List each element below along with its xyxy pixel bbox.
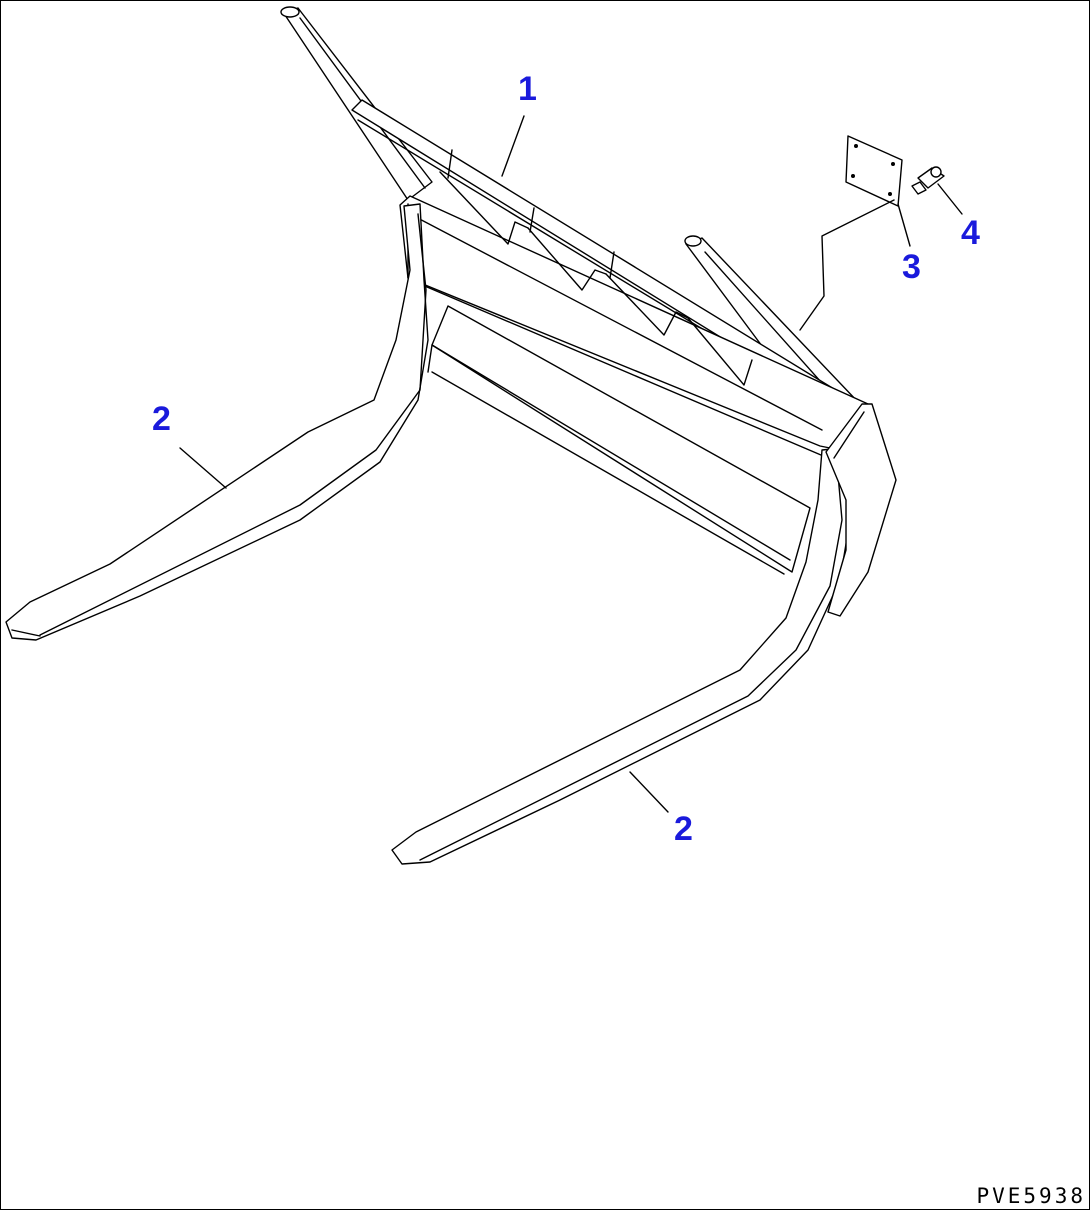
leader-lines	[179, 115, 963, 813]
drawing-code-label: PVE5938	[976, 1184, 1086, 1208]
bolt-part	[911, 166, 945, 195]
gussets	[439, 149, 753, 386]
callout-frame: 1	[518, 70, 537, 108]
plate-part	[799, 135, 903, 331]
callout-bolt: 4	[961, 214, 980, 252]
callout-plate: 3	[902, 248, 921, 286]
callout-fork-left: 2	[152, 400, 171, 438]
lower-crossbeam	[427, 305, 811, 575]
callout-fork-right: 2	[674, 810, 693, 848]
right-side-plate	[825, 403, 897, 617]
left-post	[280, 6, 433, 201]
left-fork	[5, 203, 429, 641]
